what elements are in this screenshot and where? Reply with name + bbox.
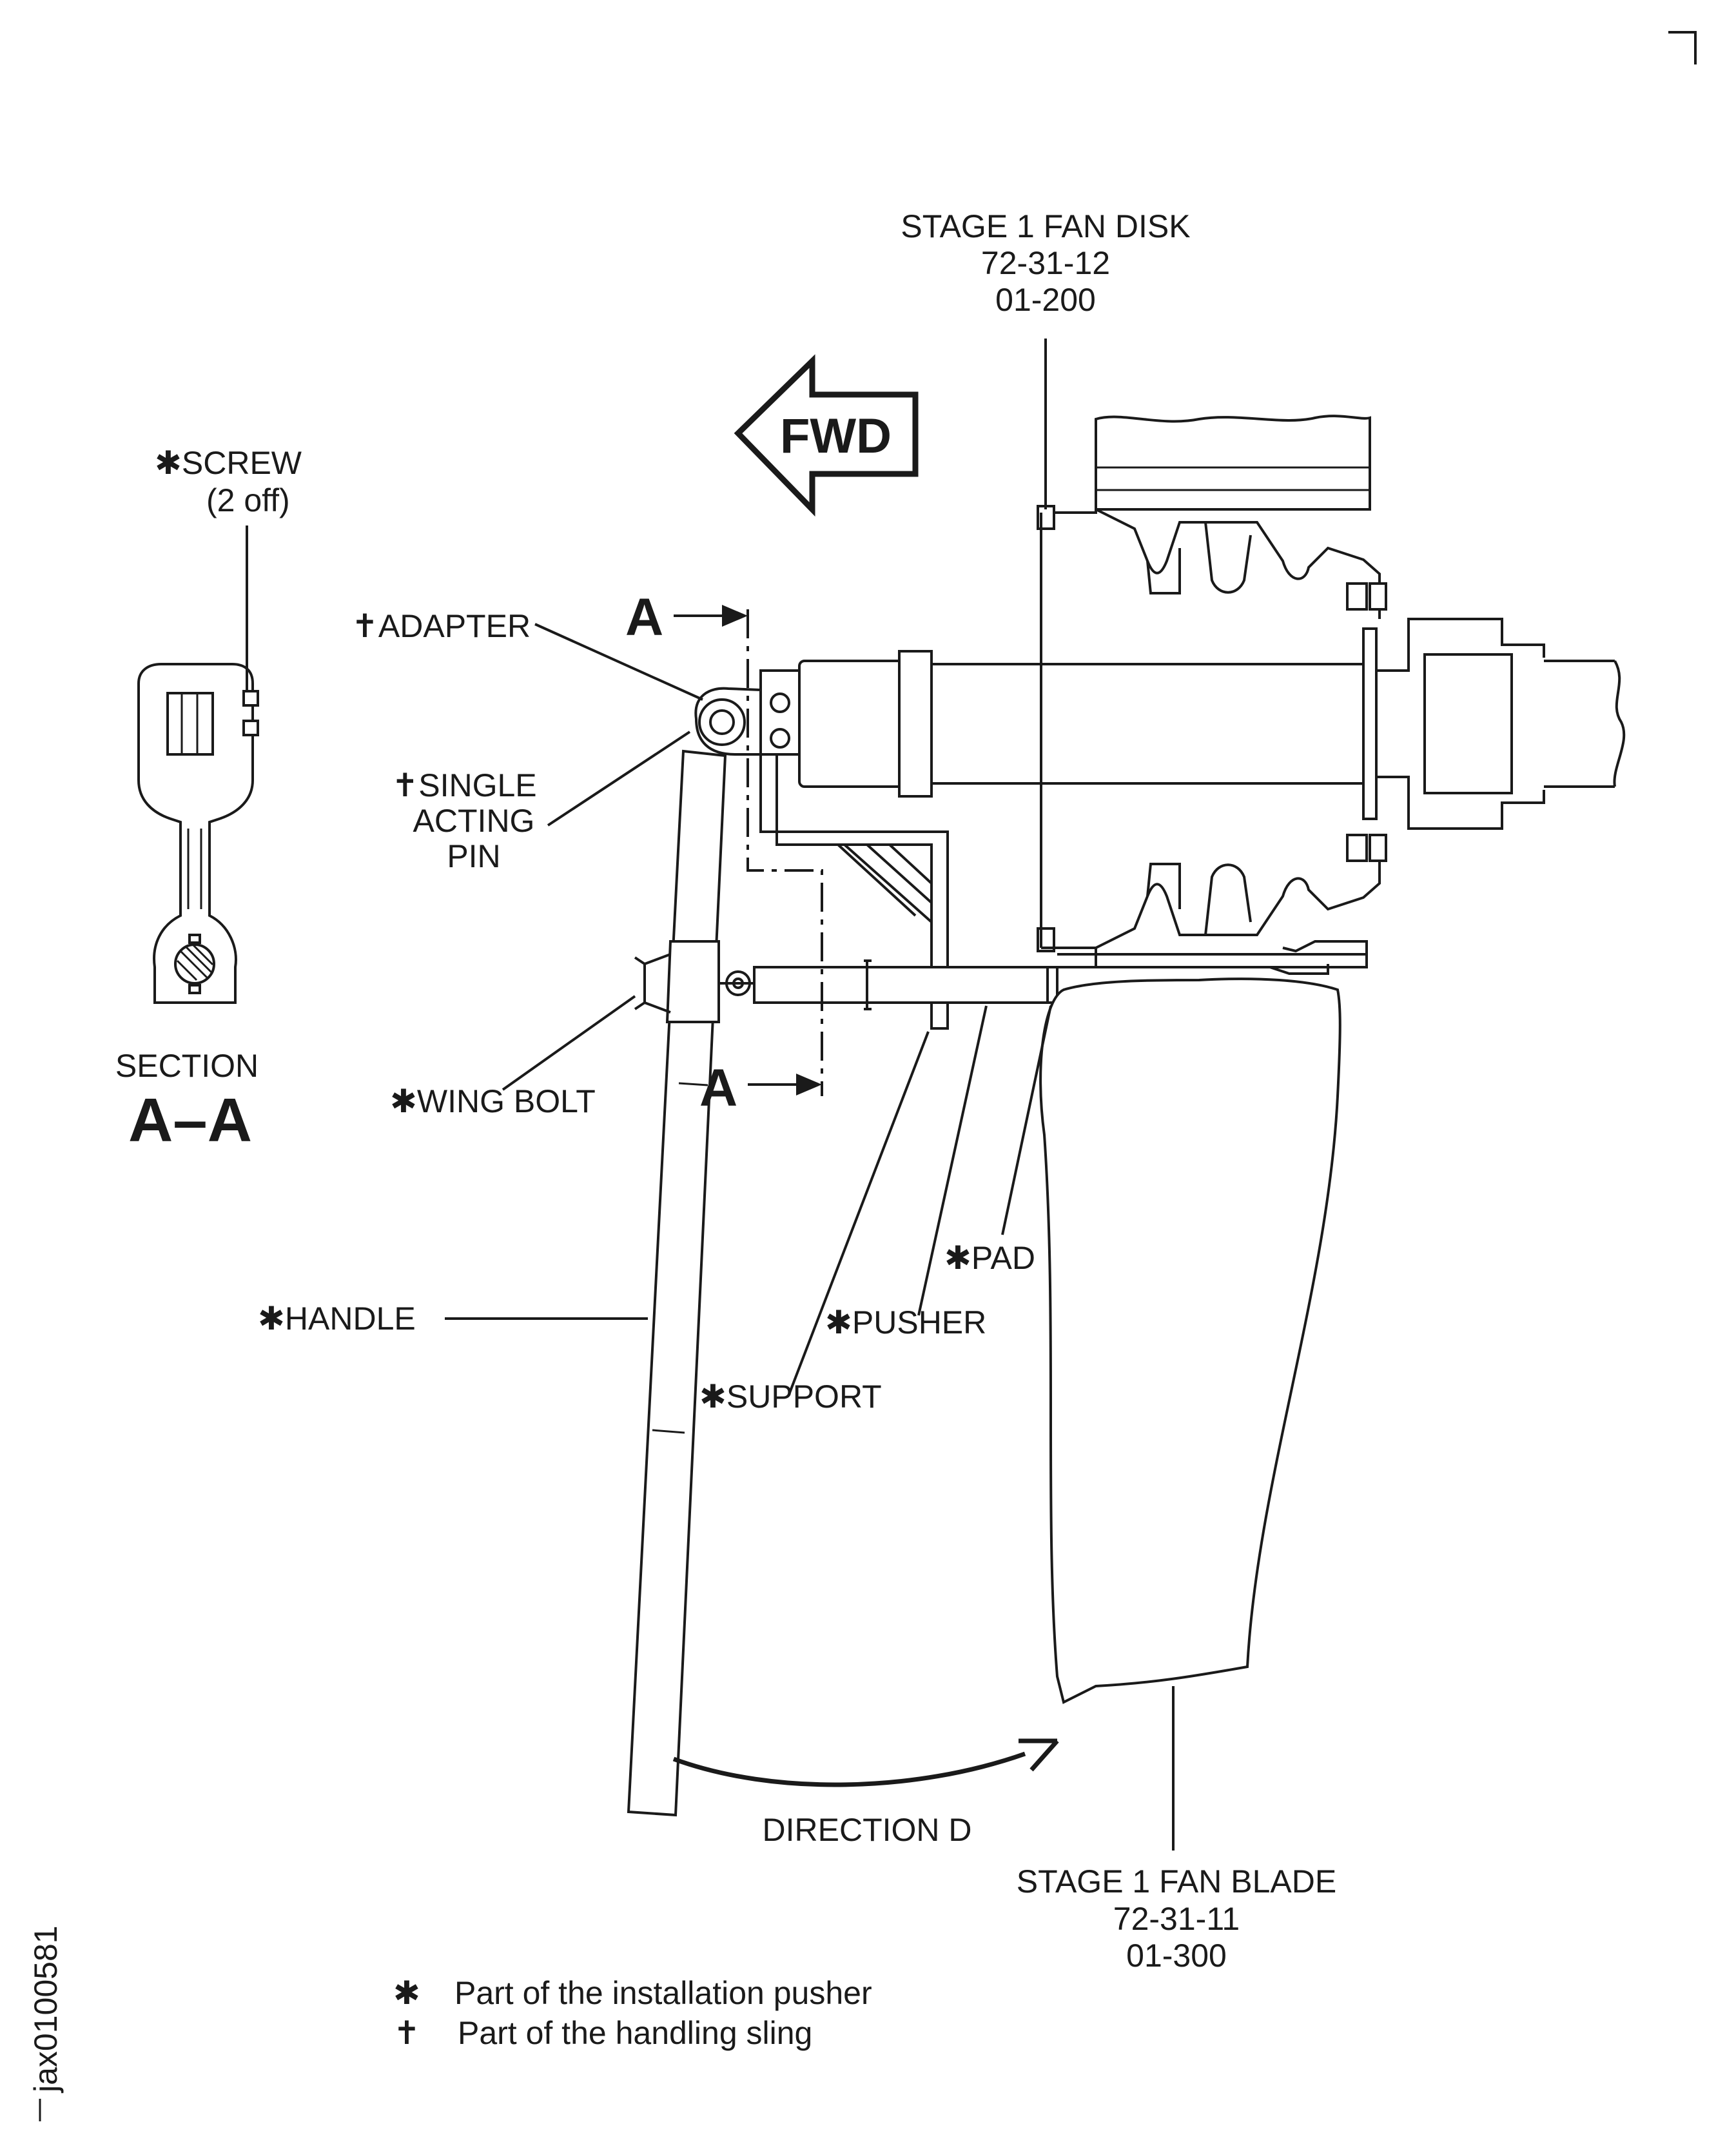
legend-text-sling: Part of the handling sling — [458, 2015, 812, 2051]
figure-id: jax0100581 — [28, 1925, 64, 2094]
pusher-label: ✱PUSHER — [825, 1304, 986, 1340]
fan-disk-label-line1: STAGE 1 FAN DISK — [901, 208, 1190, 244]
adapter — [694, 687, 762, 756]
corner-mark — [1668, 31, 1697, 64]
section-a-a-view — [137, 663, 259, 1004]
fan-blade-label-line1: STAGE 1 FAN BLADE — [1017, 1863, 1336, 1900]
support-label: ✱SUPPORT — [699, 1379, 882, 1415]
wing-bolt-label: ✱WING BOLT — [390, 1083, 596, 1119]
handle — [627, 749, 754, 1817]
shaft — [798, 618, 1626, 830]
legend: ✱ Part of the installation pusher ✝ Part… — [393, 1975, 872, 2051]
leader-lines — [246, 339, 1175, 1851]
section-cut-line: A A — [625, 588, 823, 1117]
fan-disk — [1037, 415, 1387, 968]
figure-id-label: jax0100581 — [28, 1925, 64, 2094]
fan-disk-label-line2: 72-31-12 — [981, 245, 1110, 281]
pusher-rod — [725, 959, 1058, 1010]
legend-text-pusher: Part of the installation pusher — [454, 1975, 872, 2011]
direction-label: DIRECTION D — [763, 1812, 972, 1848]
pad-label: ✱PAD — [944, 1240, 1035, 1276]
section-marker-bottom: A — [699, 1059, 737, 1117]
fwd-arrow: FWD — [734, 354, 919, 517]
fan-blade-label-line3: 01-300 — [1126, 1938, 1227, 1974]
adapter-label: ✝ADAPTER — [351, 608, 531, 644]
screw-qty-label: (2 off) — [206, 482, 290, 518]
pin-label-line2: ACTING — [413, 803, 535, 839]
pin-label-line3: PIN — [447, 838, 500, 874]
fwd-label: FWD — [780, 409, 892, 464]
legend-symbol-sling: ✝ — [393, 2015, 420, 2051]
arrow-icon — [796, 1074, 822, 1095]
fan-blade — [1039, 953, 1368, 1704]
section-title: SECTION — [115, 1048, 258, 1084]
direction-arrow — [672, 1738, 1059, 1787]
section-marker-top: A — [625, 588, 663, 647]
fan-blade-label-line2: 72-31-11 — [1113, 1901, 1240, 1937]
handle-label: ✱HANDLE — [258, 1301, 416, 1337]
arrow-icon — [722, 605, 748, 627]
screw-label: ✱SCREW — [155, 445, 302, 481]
section-id: A–A — [128, 1086, 252, 1155]
fan-disk-label-line3: 01-200 — [995, 282, 1096, 318]
pin-label-line1: ✝SINGLE — [391, 767, 536, 803]
legend-symbol-pusher: ✱ — [393, 1975, 420, 2011]
